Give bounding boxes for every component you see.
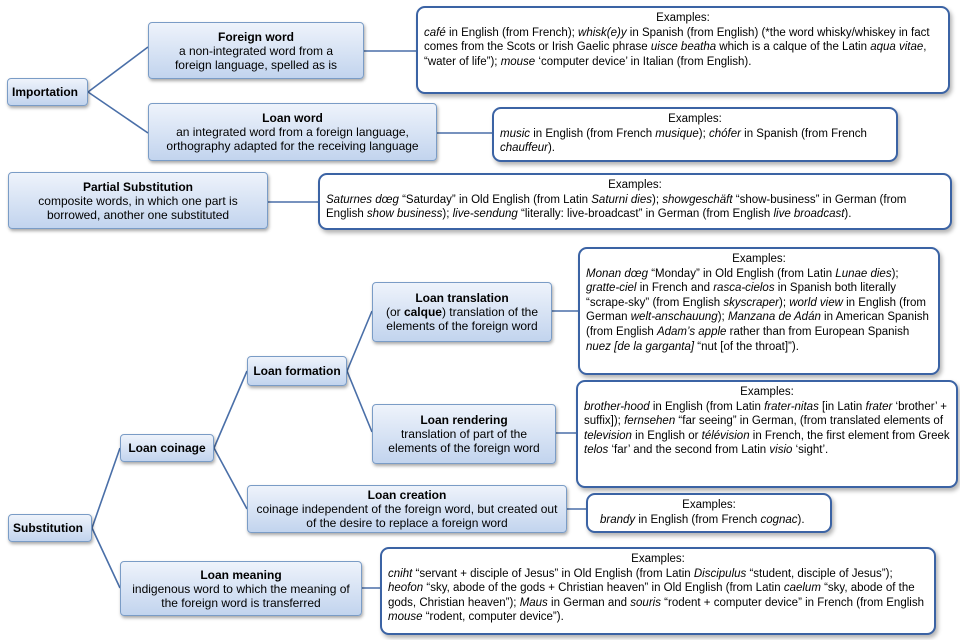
examples-text: brandy in English (from French cognac). bbox=[600, 513, 805, 526]
partial-substitution-examples: Examples: Saturnes dœg “Saturday” in Old… bbox=[318, 173, 952, 230]
loan-creation-examples: Examples: brandy in English (from French… bbox=[586, 493, 832, 533]
loan-word-examples: Examples: music in English (from French … bbox=[492, 107, 898, 162]
foreign-word-node: Foreign word a non-integrated word from … bbox=[148, 22, 364, 79]
examples-heading: Examples: bbox=[608, 179, 662, 191]
examples-heading: Examples: bbox=[732, 253, 786, 265]
loan-translation-node: Loan translation (or calque) translation… bbox=[372, 282, 552, 342]
loan-translation-desc: (or calque) translation of the elements … bbox=[385, 305, 539, 333]
loan-rendering-title: Loan rendering bbox=[420, 413, 508, 427]
importation-label: Importation bbox=[12, 85, 78, 99]
loan-translation-examples: Examples: Monan dœg “Monday” in Old Engl… bbox=[578, 247, 940, 375]
loan-meaning-title: Loan meaning bbox=[200, 567, 282, 582]
loan-meaning-node: Loan meaning indigenous word to which th… bbox=[120, 561, 362, 616]
loan-word-node: Loan word an integrated word from a fore… bbox=[148, 103, 437, 161]
examples-text: cniht “servant + disciple of Jesus” in O… bbox=[388, 567, 924, 624]
partial-substitution-desc: composite words, in which one part is bo… bbox=[38, 193, 238, 222]
loan-word-desc: an integrated word from a foreign langua… bbox=[166, 125, 419, 153]
partial-substitution-title: Partial Substitution bbox=[82, 179, 193, 194]
substitution-node: Substitution bbox=[8, 514, 92, 542]
importation-node: Importation bbox=[7, 78, 88, 106]
examples-heading: Examples: bbox=[656, 12, 710, 24]
examples-text: café in English (from French); whisk(e)y… bbox=[424, 26, 930, 68]
loan-rendering-desc: translation of part of the elements of t… bbox=[388, 427, 540, 455]
foreign-word-examples: Examples: café in English (from French);… bbox=[416, 6, 950, 94]
foreign-word-title: Foreign word bbox=[218, 29, 294, 44]
loan-rendering-examples: Examples: brother-hood in English (from … bbox=[576, 380, 958, 488]
examples-heading: Examples: bbox=[631, 553, 685, 565]
examples-heading: Examples: bbox=[682, 499, 736, 511]
examples-heading: Examples: bbox=[740, 386, 794, 398]
loan-creation-node: Loan creation coinage independent of the… bbox=[247, 485, 567, 533]
partial-substitution-node: Partial Substitution composite words, in… bbox=[8, 172, 268, 229]
foreign-word-desc: a non-integrated word from a foreign lan… bbox=[174, 43, 338, 72]
loan-creation-title: Loan creation bbox=[367, 488, 447, 502]
substitution-label: Substitution bbox=[13, 521, 83, 535]
loan-translation-title: Loan translation bbox=[415, 291, 509, 305]
loan-meaning-examples: Examples: cniht “servant + disciple of J… bbox=[380, 547, 936, 635]
examples-text: music in English (from French musique); … bbox=[500, 127, 867, 155]
examples-heading: Examples: bbox=[668, 113, 722, 125]
loan-coinage-label: Loan coinage bbox=[128, 441, 206, 455]
loan-coinage-node: Loan coinage bbox=[120, 434, 214, 462]
examples-text: Saturnes dœg “Saturday” in Old English (… bbox=[326, 193, 907, 221]
loan-formation-node: Loan formation bbox=[247, 356, 347, 386]
loan-creation-desc: coinage independent of the foreign word,… bbox=[256, 502, 558, 530]
loan-formation-label: Loan formation bbox=[253, 364, 341, 378]
loan-word-title: Loan word bbox=[262, 111, 323, 125]
examples-text: brother-hood in English (from Latin frat… bbox=[584, 400, 950, 457]
examples-text: Monan dœg “Monday” in Old English (from … bbox=[586, 267, 929, 353]
loan-rendering-node: Loan rendering translation of part of th… bbox=[372, 404, 556, 464]
loan-meaning-desc: indigenous word to which the meaning of … bbox=[132, 581, 350, 610]
